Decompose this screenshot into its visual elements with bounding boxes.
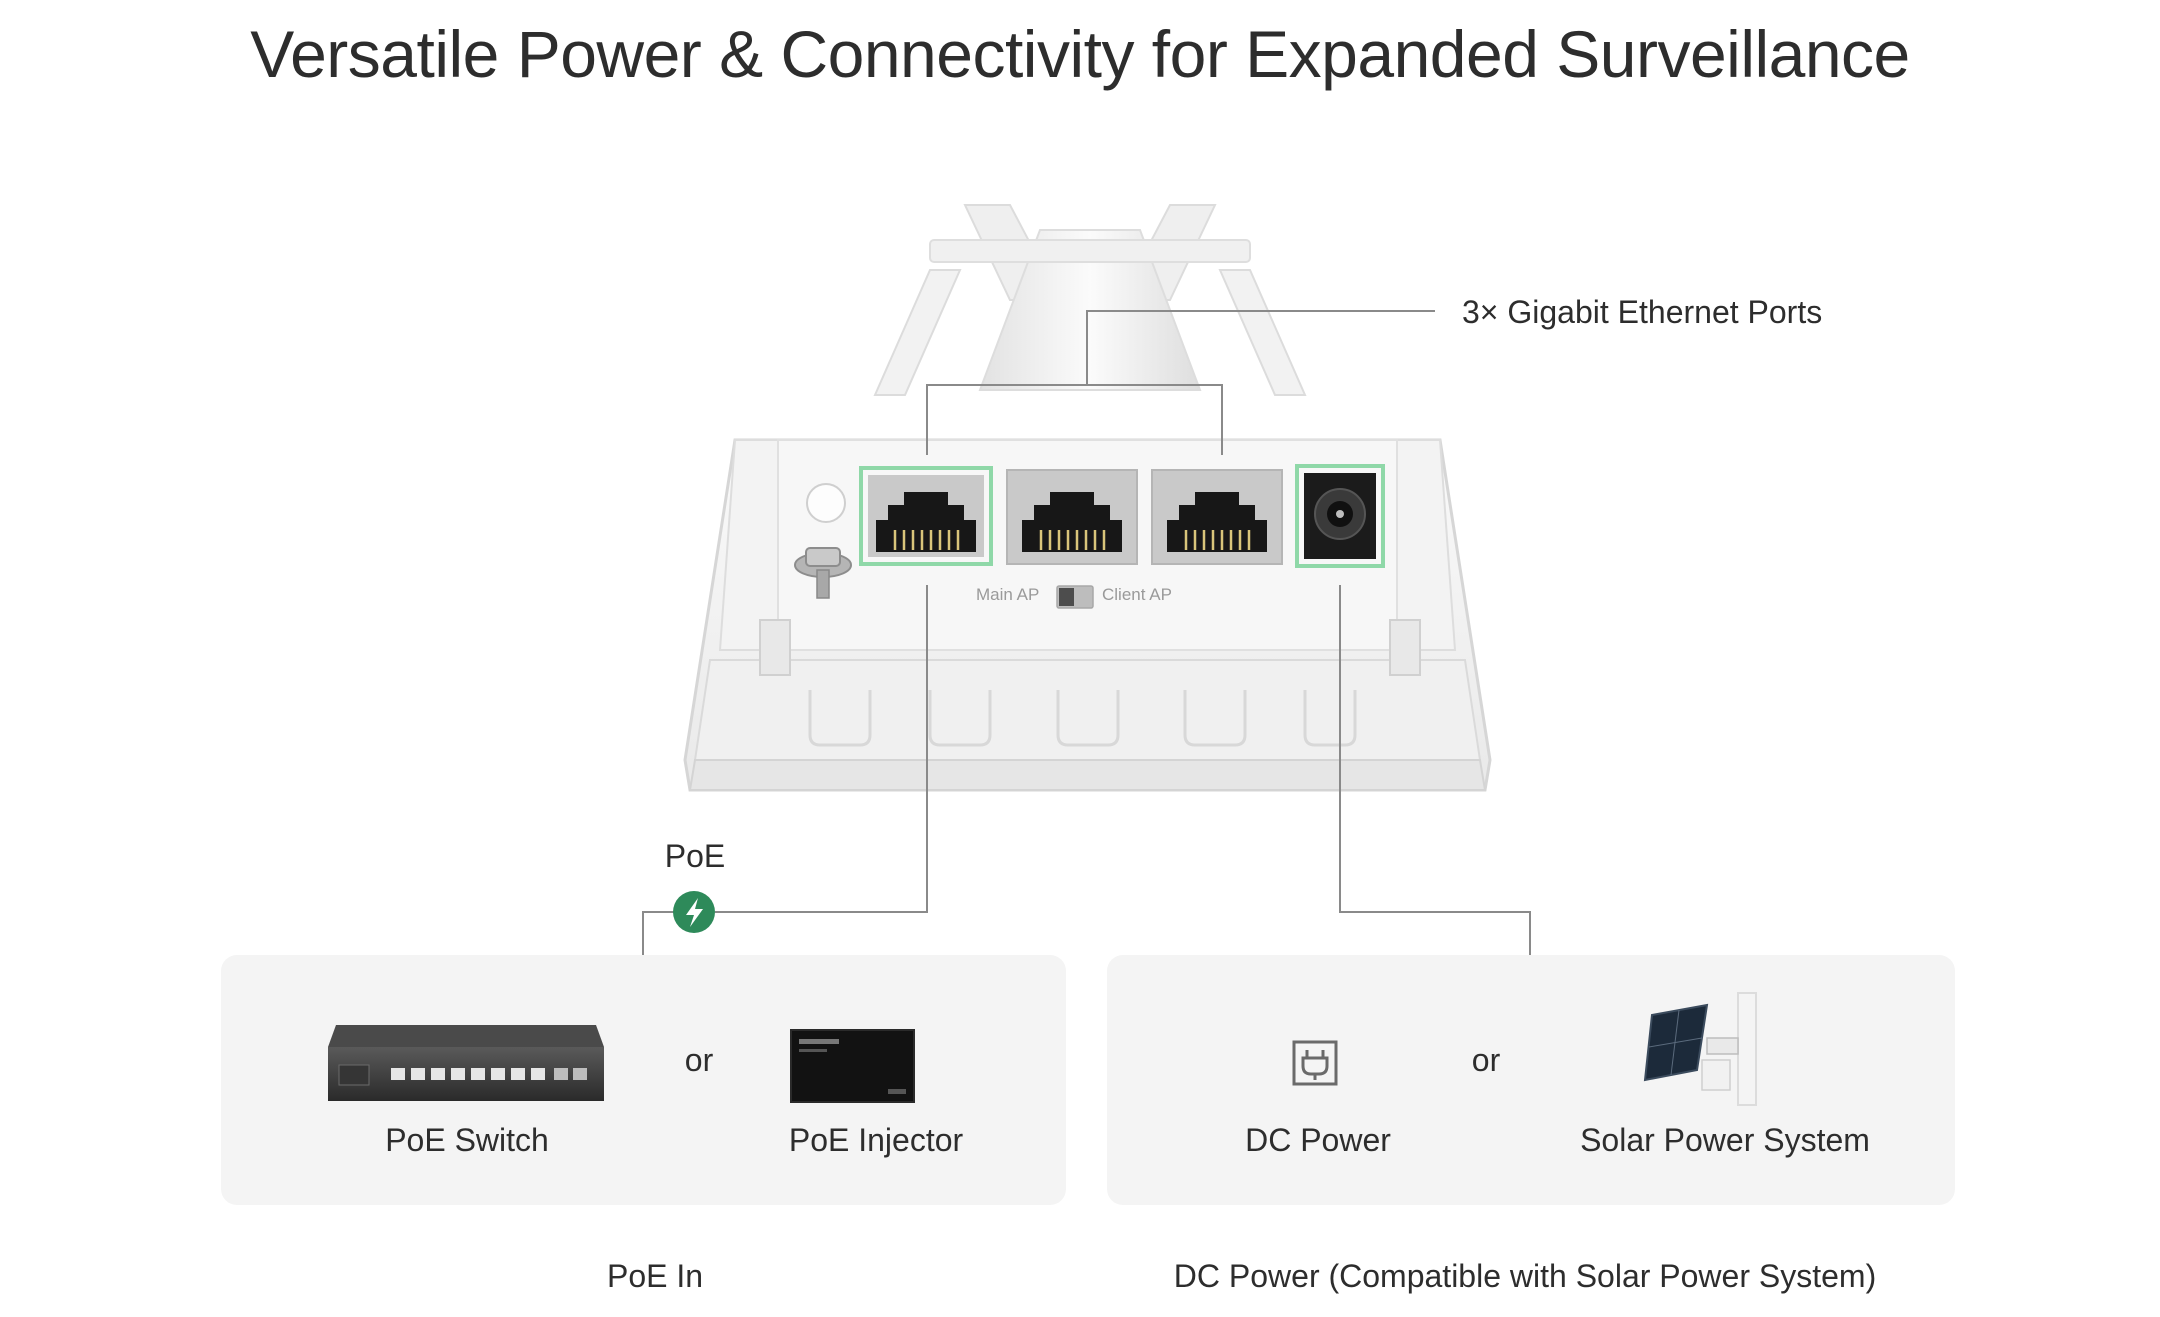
ethernet-port-1: [859, 466, 993, 566]
dc-options-panel: DC Power or Solar Power System: [1107, 955, 1955, 1205]
dc-line: [1339, 585, 1531, 958]
client-ap-label: Client AP: [1102, 585, 1172, 604]
poe-injector-label: PoE Injector: [788, 1122, 964, 1158]
ethernet-ports-callout: 3× Gigabit Ethernet Ports: [1462, 294, 1823, 330]
solar-power-system-label: Solar Power System: [1580, 1122, 1870, 1158]
main-ap-label: Main AP: [976, 585, 1040, 604]
ports-callout-line: [1086, 310, 1435, 385]
poe-injector-image: [790, 1029, 915, 1103]
poe-switch-label: PoE Switch: [385, 1122, 549, 1158]
ethernet-port-3: [1151, 469, 1283, 565]
mounting-bracket: [873, 204, 1307, 396]
poe-in-caption: PoE In: [606, 1258, 704, 1294]
ethernet-port-2: [1006, 469, 1138, 565]
ground-screw: [794, 547, 852, 599]
poe-callout: PoE: [664, 838, 726, 874]
dc-panel-illustrations: [1292, 992, 1757, 1106]
poe-badge: [673, 891, 715, 933]
poe-or-separator: or: [684, 1042, 714, 1078]
dc-or-separator: or: [1471, 1042, 1501, 1078]
reset-button: [806, 483, 846, 523]
mode-switch: [1056, 585, 1094, 609]
ports-bracket-line: [926, 384, 1223, 455]
dc-power-label: DC Power: [1245, 1122, 1391, 1158]
poe-options-panel: PoE Switch or PoE Injector: [221, 955, 1066, 1205]
lightning-bolt-icon: [686, 898, 703, 927]
poe-switch-image: [328, 1025, 604, 1101]
poe-panel-illustrations: [328, 1025, 915, 1103]
dc-power-caption: DC Power (Compatible with Solar Power Sy…: [1173, 1258, 1877, 1294]
page-title: Versatile Power & Connectivity for Expan…: [250, 17, 1910, 91]
solar-power-system-image: [1643, 992, 1757, 1106]
poe-panel-line: [642, 911, 678, 958]
dc-power-jack: [1295, 464, 1385, 568]
poe-line: [715, 585, 928, 913]
connector-lines: [642, 310, 1531, 958]
power-plug-icon: [1292, 1040, 1338, 1086]
